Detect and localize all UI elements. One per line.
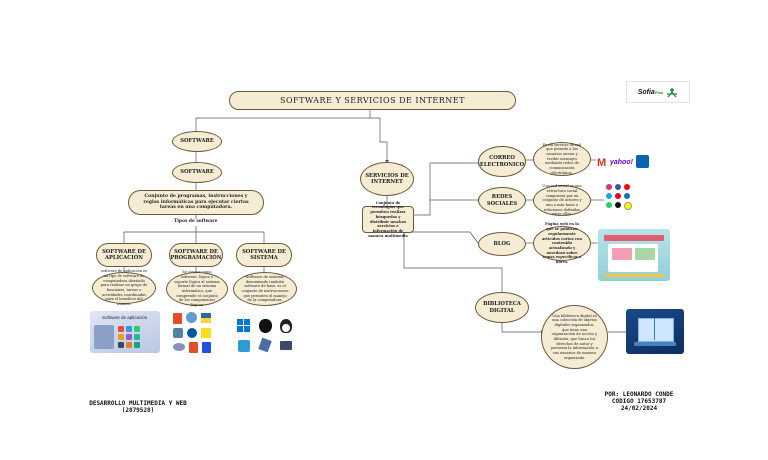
brand-name: SofiaPlus: [637, 88, 664, 96]
windows-logo: [237, 319, 251, 333]
software-type-programming: SOFTWARE DE PROGRAMACIÓN: [169, 243, 223, 267]
application-image-caption: Software de aplicación: [102, 315, 148, 320]
course-name: DESARROLLO MULTIMEDIA Y WEB (2879528): [82, 400, 194, 414]
service-blog: BLOG: [478, 232, 526, 256]
email-providers-image: M yahoo!: [596, 148, 652, 174]
main-title: SOFTWARE Y SERVICIOS DE INTERNET: [229, 91, 516, 110]
author-info: POR: LEONARDO CONDE CODIGO 17653787 24/0…: [584, 391, 694, 413]
email-description: Es un servicio de red que permite a los …: [533, 142, 591, 176]
author-date: 24/02/2024: [620, 405, 658, 413]
programming-description: Se conoce como software, lógico o soport…: [166, 270, 228, 307]
software-type-system: SOFTWARE DE SISTEMA: [236, 243, 292, 267]
course-code: (2879528): [121, 407, 155, 415]
outlook-icon: [636, 155, 649, 168]
software-node-1: SOFTWARE: [172, 131, 222, 152]
author-name: POR: LEONARDO CONDE: [604, 391, 674, 398]
social-description: Una red social es una estructura social …: [533, 184, 591, 216]
blog-description: Página web en la que se publican regular…: [533, 222, 591, 264]
linux-logo: [280, 319, 292, 333]
application-software-image: Software de aplicación: [90, 311, 160, 353]
service-social-networks: REDES SOCIALES: [478, 187, 526, 214]
service-email: CORREO ELECTRONICO: [478, 146, 526, 177]
course-title: DESARROLLO MULTIMEDIA Y WEB: [89, 400, 187, 407]
software-definition: Conjunto de programas, instrucciones y r…: [128, 190, 264, 215]
author-code: CODIGO 17653787: [611, 398, 667, 406]
services-definition: Conjunto de tecnologías que permiten rea…: [362, 201, 414, 238]
software-type-application: SOFTWARE DE APLICACIÓN: [96, 243, 152, 267]
application-description: software de aplicación es un tipo de sof…: [92, 269, 156, 306]
service-digital-library: BIBLIOTECA DIGITAL: [475, 292, 529, 323]
social-media-icons: [604, 182, 632, 216]
programming-language-logos: [167, 311, 225, 357]
yahoo-icon: yahoo!: [610, 159, 633, 166]
sofiaplus-logo: SofiaPlus: [626, 81, 690, 103]
system-description: Software de sistema, denominado también …: [233, 272, 297, 306]
blog-screenshot: [598, 229, 670, 281]
apple-logo: [259, 319, 272, 333]
library-description: Una biblioteca digital es una colección …: [541, 305, 608, 369]
sena-logo-icon: [667, 88, 678, 98]
operating-system-logos: [234, 317, 300, 359]
gmail-icon: M: [597, 157, 607, 169]
digital-book-icon: [626, 309, 684, 354]
software-node-2: SOFTWARE: [172, 162, 222, 183]
services-node: SERVICIOS DE INTERNET: [360, 162, 414, 196]
types-label: Tipos de software: [174, 219, 218, 224]
